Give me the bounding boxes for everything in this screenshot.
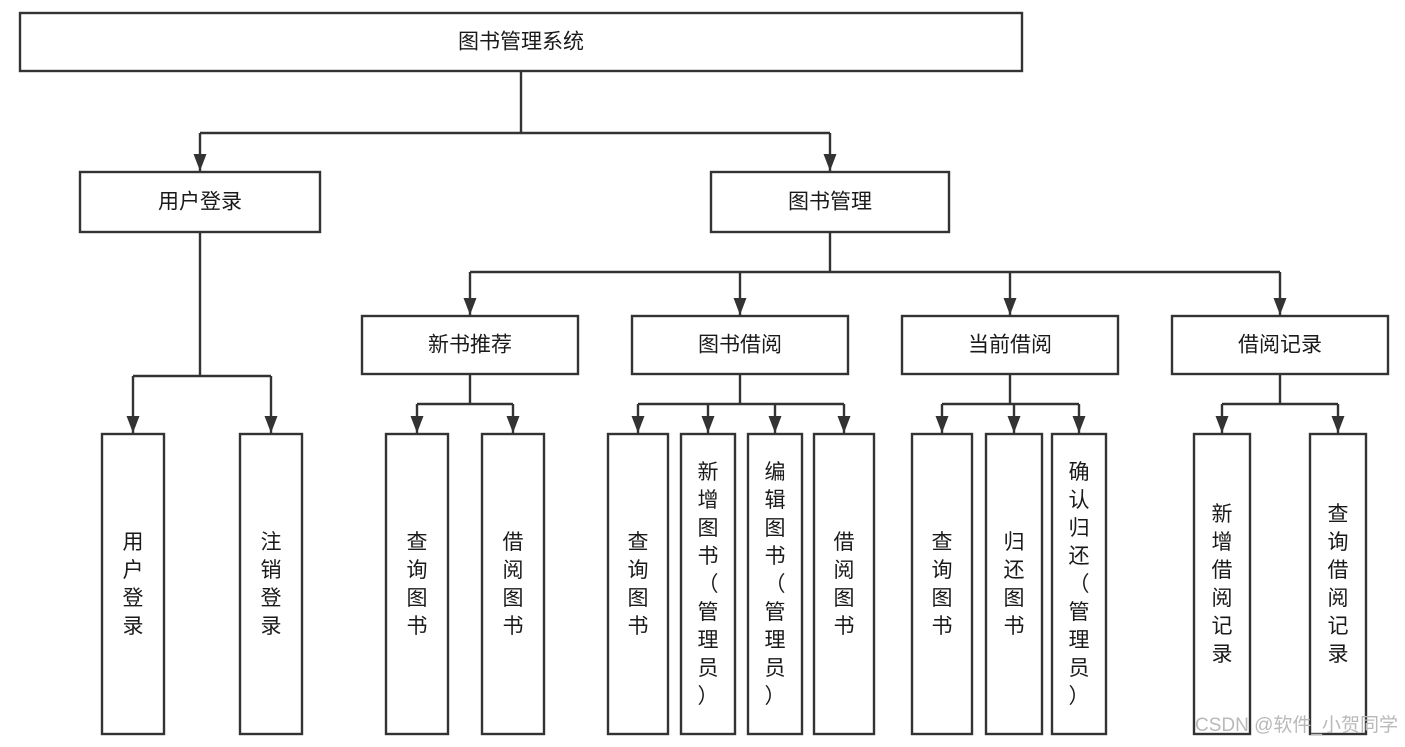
arrow-head-icon bbox=[1273, 298, 1287, 315]
node-box-leaf-borrow-book[interactable] bbox=[812, 432, 876, 736]
node-box-leaf-edit-book[interactable] bbox=[746, 432, 804, 736]
node-box-leaf-logout[interactable] bbox=[238, 432, 304, 736]
node-box-leaf-confirm-return[interactable] bbox=[1050, 432, 1108, 736]
node-label-leaf-borrow-book: 借阅图书 bbox=[834, 531, 855, 638]
node-box-leaf-borrow-book-recommend[interactable] bbox=[480, 432, 546, 736]
node-label-book-management: 图书管理 bbox=[788, 191, 872, 214]
node-label-leaf-logout: 注销登录 bbox=[261, 531, 282, 638]
node-box-root[interactable] bbox=[18, 11, 1024, 73]
node-label-leaf-query-book: 查询图书 bbox=[628, 531, 649, 638]
node-leaf-query-book-current[interactable]: 查询图书 bbox=[910, 432, 974, 736]
node-label-leaf-query-book-current: 查询图书 bbox=[932, 531, 953, 638]
node-box-leaf-return-book[interactable] bbox=[984, 432, 1044, 736]
node-leaf-borrow-book[interactable]: 借阅图书 bbox=[812, 432, 876, 736]
node-user-login[interactable]: 用户登录 bbox=[78, 170, 322, 234]
node-label-leaf-add-book: 新增图书（管理员） bbox=[698, 461, 719, 708]
arrow-head-icon bbox=[193, 154, 207, 171]
node-label-leaf-user-login: 用户登录 bbox=[123, 531, 144, 638]
node-leaf-return-book[interactable]: 归还图书 bbox=[984, 432, 1044, 736]
node-box-leaf-user-login[interactable] bbox=[100, 432, 166, 736]
node-box-book-management[interactable] bbox=[709, 170, 951, 234]
node-new-book-recommend[interactable]: 新书推荐 bbox=[360, 314, 580, 376]
node-borrow-records[interactable]: 借阅记录 bbox=[1170, 314, 1390, 376]
node-leaf-user-login[interactable]: 用户登录 bbox=[100, 432, 166, 736]
node-label-leaf-add-record: 新增借阅记录 bbox=[1212, 503, 1233, 666]
arrow-head-icon bbox=[935, 416, 949, 433]
node-leaf-edit-book[interactable]: 编辑图书（管理员） bbox=[746, 432, 804, 736]
arrow-head-icon bbox=[1072, 416, 1086, 433]
node-book-management[interactable]: 图书管理 bbox=[709, 170, 951, 234]
node-leaf-confirm-return[interactable]: 确认归还（管理员） bbox=[1050, 432, 1108, 736]
node-root[interactable]: 图书管理系统 bbox=[18, 11, 1024, 73]
nodes-layer: 图书管理系统用户登录图书管理新书推荐图书借阅当前借阅借阅记录用户登录注销登录查询… bbox=[18, 11, 1390, 736]
node-label-leaf-edit-book: 编辑图书（管理员） bbox=[765, 461, 786, 708]
arrow-head-icon bbox=[410, 416, 424, 433]
node-leaf-logout[interactable]: 注销登录 bbox=[238, 432, 304, 736]
node-label-leaf-query-record: 查询借阅记录 bbox=[1328, 503, 1349, 666]
arrow-head-icon bbox=[823, 154, 837, 171]
node-box-leaf-query-book-recommend[interactable] bbox=[384, 432, 450, 736]
node-leaf-query-record[interactable]: 查询借阅记录 bbox=[1308, 432, 1368, 736]
node-leaf-borrow-book-recommend[interactable]: 借阅图书 bbox=[480, 432, 546, 736]
node-box-book-borrow[interactable] bbox=[630, 314, 850, 376]
arrow-head-icon bbox=[264, 416, 278, 433]
node-label-user-login: 用户登录 bbox=[158, 191, 242, 214]
arrow-head-icon bbox=[1003, 298, 1017, 315]
node-box-leaf-query-book-current[interactable] bbox=[910, 432, 974, 736]
node-leaf-add-record[interactable]: 新增借阅记录 bbox=[1192, 432, 1252, 736]
arrow-head-icon bbox=[126, 416, 140, 433]
arrow-head-icon bbox=[631, 416, 645, 433]
csdn-watermark: CSDN @软件_小贺同学 bbox=[1195, 714, 1398, 736]
node-label-root: 图书管理系统 bbox=[458, 31, 584, 54]
node-label-leaf-borrow-book-recommend: 借阅图书 bbox=[503, 531, 524, 638]
node-leaf-query-book-recommend[interactable]: 查询图书 bbox=[384, 432, 450, 736]
node-current-borrow[interactable]: 当前借阅 bbox=[900, 314, 1120, 376]
node-label-new-book-recommend: 新书推荐 bbox=[428, 334, 512, 357]
node-box-leaf-add-record[interactable] bbox=[1192, 432, 1252, 736]
node-box-leaf-query-record[interactable] bbox=[1308, 432, 1368, 736]
node-box-current-borrow[interactable] bbox=[900, 314, 1120, 376]
arrow-head-icon bbox=[837, 416, 851, 433]
node-box-borrow-records[interactable] bbox=[1170, 314, 1390, 376]
arrow-head-icon bbox=[1215, 416, 1229, 433]
node-box-leaf-query-book[interactable] bbox=[606, 432, 670, 736]
arrow-head-icon bbox=[701, 416, 715, 433]
node-label-leaf-confirm-return: 确认归还（管理员） bbox=[1069, 461, 1090, 708]
arrow-head-icon bbox=[506, 416, 520, 433]
arrow-head-icon bbox=[1331, 416, 1345, 433]
node-label-current-borrow: 当前借阅 bbox=[968, 334, 1052, 357]
node-label-book-borrow: 图书借阅 bbox=[698, 334, 782, 357]
arrow-head-icon bbox=[768, 416, 782, 433]
node-label-leaf-query-book-recommend: 查询图书 bbox=[407, 531, 428, 638]
node-label-leaf-return-book: 归还图书 bbox=[1004, 531, 1025, 638]
connectors-layer bbox=[126, 71, 1345, 433]
node-box-user-login[interactable] bbox=[78, 170, 322, 234]
node-label-borrow-records: 借阅记录 bbox=[1238, 334, 1322, 357]
arrow-head-icon bbox=[463, 298, 477, 315]
node-book-borrow[interactable]: 图书借阅 bbox=[630, 314, 850, 376]
node-leaf-add-book[interactable]: 新增图书（管理员） bbox=[679, 432, 737, 736]
arrow-head-icon bbox=[733, 298, 747, 315]
node-leaf-query-book[interactable]: 查询图书 bbox=[606, 432, 670, 736]
node-box-new-book-recommend[interactable] bbox=[360, 314, 580, 376]
node-box-leaf-add-book[interactable] bbox=[679, 432, 737, 736]
arrow-head-icon bbox=[1007, 416, 1021, 433]
